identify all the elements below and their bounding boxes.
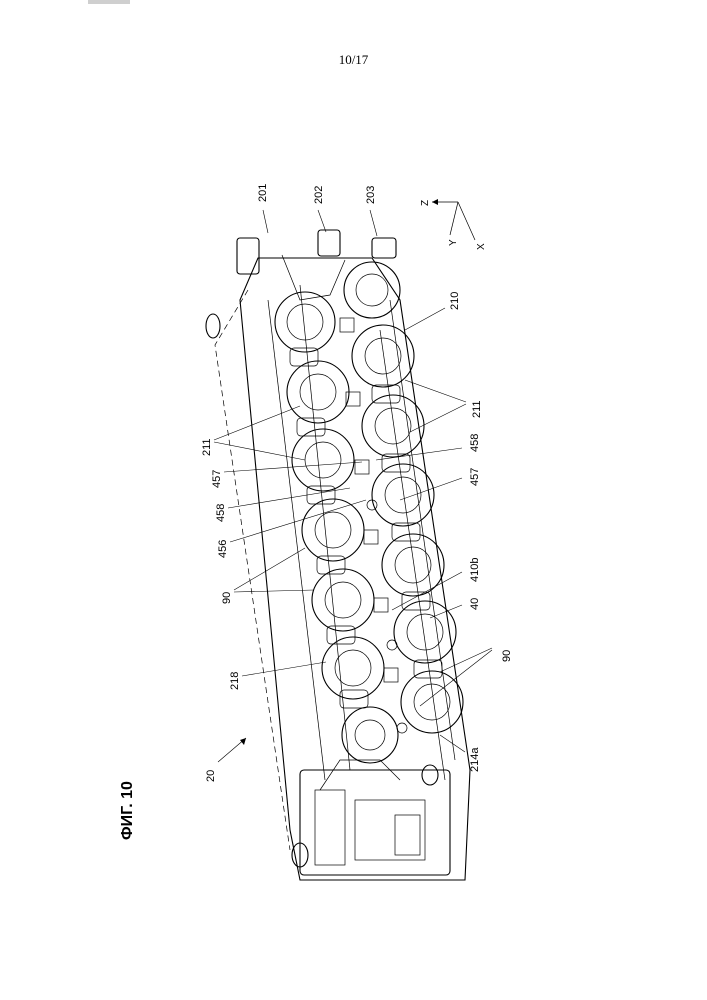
ref-456: 456 — [217, 540, 229, 558]
ref-90-left: 90 — [221, 592, 233, 604]
ref-457-right: 457 — [469, 468, 481, 486]
axis-x-label: X — [476, 243, 487, 250]
roller-column-left — [275, 292, 398, 763]
ref-210: 210 — [449, 292, 461, 310]
figure-title: ФИГ. 10 — [119, 781, 136, 840]
ref-218: 218 — [229, 672, 241, 690]
holder-assembly — [206, 230, 470, 880]
ref-410b: 410b — [469, 558, 481, 582]
ref-457-left: 457 — [211, 470, 223, 488]
ref-201: 201 — [257, 184, 269, 202]
ref-203: 203 — [365, 186, 377, 204]
ref-90-right: 90 — [501, 650, 513, 662]
axis-indicator: Z Y X — [420, 199, 487, 250]
ref-214a: 214a — [469, 747, 481, 772]
ref-40: 40 — [469, 598, 481, 610]
ref-458-left: 458 — [215, 504, 227, 522]
roller-column-right — [344, 262, 463, 733]
ref-202: 202 — [313, 186, 325, 204]
ref-211-left: 211 — [201, 438, 213, 456]
ref-20: 20 — [205, 770, 217, 782]
axis-y-label: Y — [448, 239, 459, 246]
axis-z-label: Z — [420, 200, 431, 206]
ref-458-right: 458 — [469, 434, 481, 452]
ref-211-right: 211 — [471, 400, 483, 418]
reference-numerals: 201 202 203 210 211 458 457 410b 40 90 2… — [201, 184, 513, 782]
